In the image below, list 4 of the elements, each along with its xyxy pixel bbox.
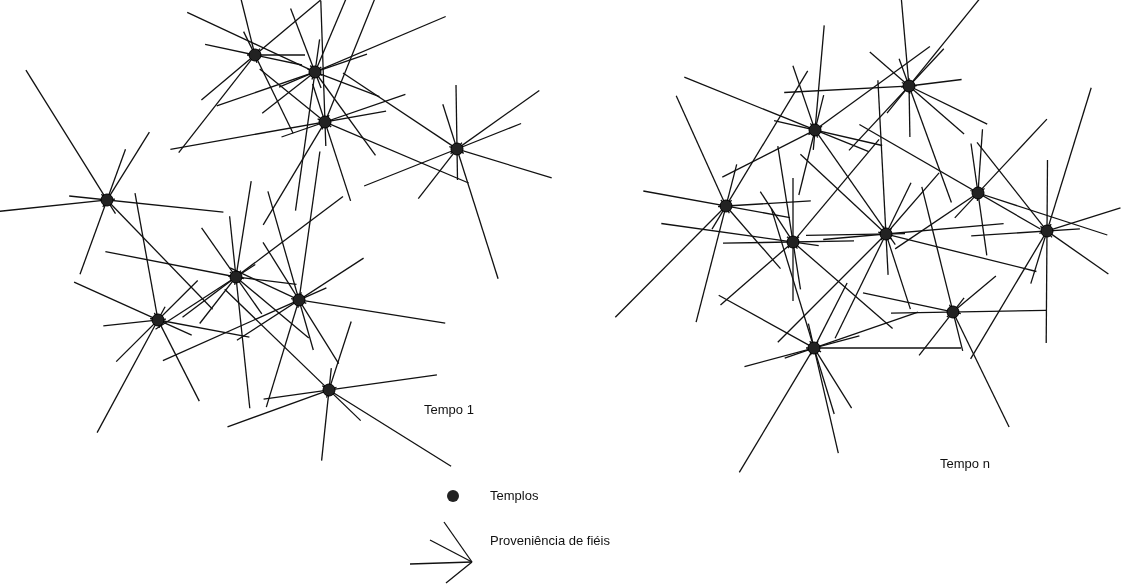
- panel-label: Tempo 1: [424, 402, 474, 417]
- legend-text: Templos: [490, 488, 539, 503]
- panel-label: Tempo n: [940, 456, 990, 471]
- legend-text: Proveniência de fiéis: [490, 533, 610, 548]
